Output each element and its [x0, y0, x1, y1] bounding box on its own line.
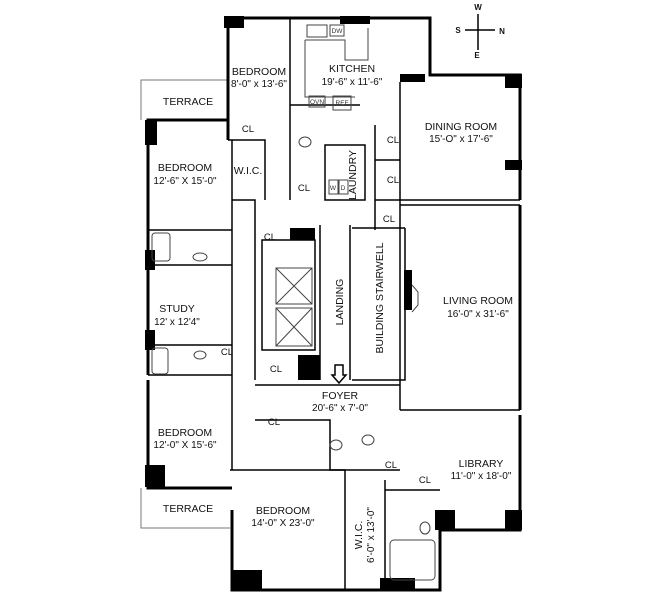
kitchen-label: KITCHEN: [329, 63, 375, 75]
master-bedroom-dims: 14'-0" X 23'-0": [251, 518, 315, 529]
closet-label: CL: [268, 417, 280, 428]
svg-text:D: D: [341, 185, 346, 192]
closet-label: CL: [298, 183, 310, 194]
closet-label: CL: [221, 347, 233, 358]
living-room-dims: 16'-0" x 31'-6": [447, 309, 509, 320]
closet-label: CL: [264, 232, 276, 243]
wic-2-dims: 6'-0" x 13'-0": [366, 507, 377, 563]
landing-label: LANDING: [334, 279, 346, 326]
master-bedroom-label: BEDROOM: [256, 505, 310, 517]
dining-room-label: DINING ROOM: [425, 121, 497, 133]
wic-1-label: W.I.C.: [234, 165, 263, 177]
foyer-label: FOYER: [322, 390, 359, 402]
foyer-dims: 20'-6" x 7'-0": [312, 403, 368, 414]
washer-dryer: W D: [328, 179, 349, 195]
bedroom-small-dims: 8'-0" x 13'-6": [231, 79, 287, 90]
study-label: STUDY: [159, 303, 195, 315]
svg-text:W: W: [330, 185, 337, 192]
oven: OVN: [308, 95, 326, 108]
bedroom-small-label: BEDROOM: [232, 66, 286, 78]
refrigerator: REF: [332, 95, 352, 111]
terrace-bottom-label: TERRACE: [163, 503, 213, 515]
library-label: LIBRARY: [459, 458, 504, 470]
compass-south: S: [455, 26, 461, 35]
compass-north: N: [499, 27, 505, 36]
bedroom-3-label: BEDROOM: [158, 427, 212, 439]
elevator-2: [275, 307, 313, 347]
closet-label: CL: [242, 124, 254, 135]
bedroom-1-dims: 12'-6" X 15'-0": [153, 176, 217, 187]
study-dims: 12' x 12'4": [154, 317, 200, 328]
closet-label: CL: [387, 135, 399, 146]
bedroom-1-label: BEDROOM: [158, 162, 212, 174]
bedroom-3-dims: 12'-0" X 15'-6": [153, 440, 217, 451]
library-dims: 11'-0" x 18'-0": [451, 471, 512, 482]
dishwasher: DW: [329, 24, 345, 37]
entry-arrow: [330, 364, 348, 385]
terrace-bottom-outline: [140, 488, 230, 529]
laundry-label: LAUNDRY: [347, 150, 359, 200]
fireplace: [411, 284, 419, 313]
elevator-1: [275, 267, 313, 305]
dining-room-dims: 15'-O" x 17'-6": [429, 134, 493, 145]
wic-2-label: W.I.C.: [353, 521, 365, 550]
compass-east: E: [474, 51, 480, 60]
closet-label: CL: [385, 460, 397, 471]
wall-piers: [145, 16, 522, 590]
closet-label: CL: [383, 214, 395, 225]
svg-text:OVN: OVN: [310, 99, 324, 106]
closet-label: CL: [270, 364, 282, 375]
svg-text:DW: DW: [332, 28, 344, 35]
compass-west: W: [474, 3, 482, 12]
svg-text:REF: REF: [336, 100, 349, 107]
kitchen-dims: 19'-6" x 11'-6": [322, 77, 383, 88]
living-room-label: LIVING ROOM: [443, 295, 513, 307]
closet-label: CL: [419, 475, 431, 486]
terrace-top-outline: [140, 79, 228, 120]
stairwell-label: BUILDING STAIRWELL: [374, 242, 386, 353]
terrace-top-label: TERRACE: [163, 96, 213, 108]
closet-label: CL: [387, 175, 399, 186]
kitchen-counter: [304, 24, 369, 98]
bath-fixtures: [151, 136, 436, 581]
compass-rose: W S N E: [455, 3, 505, 60]
